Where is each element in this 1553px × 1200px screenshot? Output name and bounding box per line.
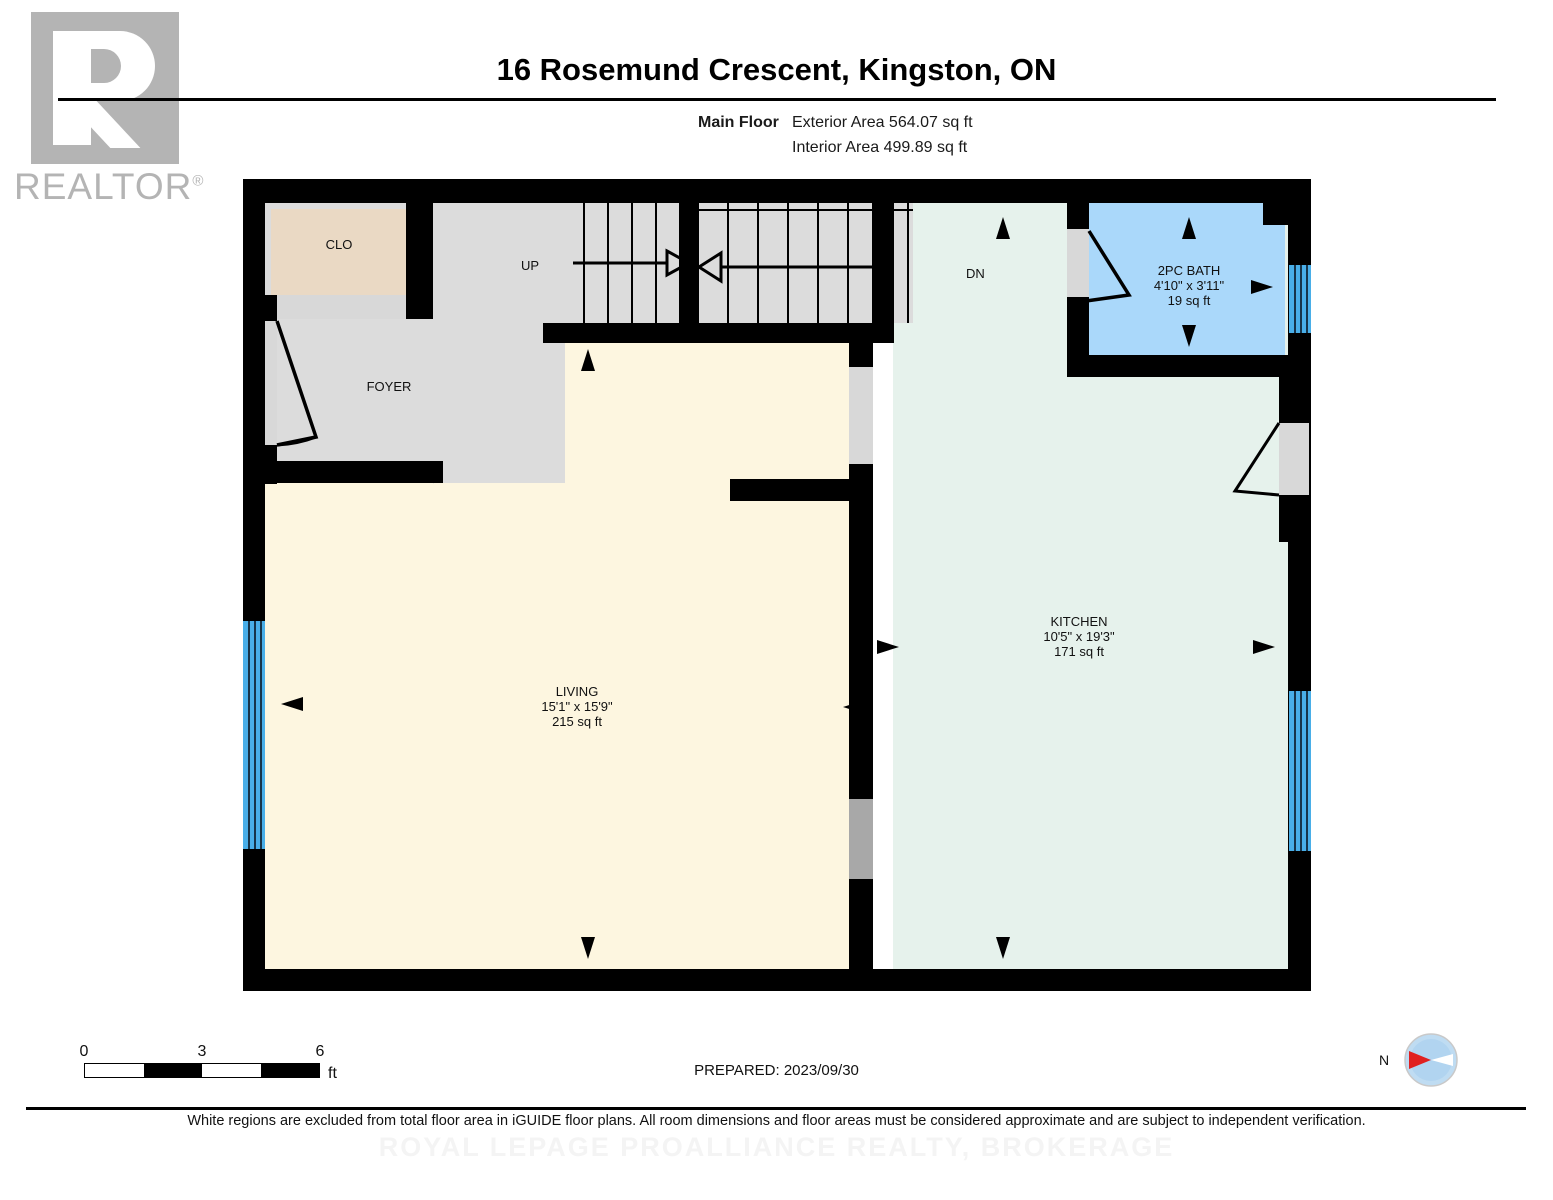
room-area-kitchen: 171 sq ft	[1054, 644, 1104, 659]
room-name-closet: CLO	[325, 237, 353, 252]
room-fill-closet	[271, 209, 406, 295]
scale-tick-6: 6	[315, 1043, 325, 1060]
room-fill-living	[265, 479, 872, 969]
scale-tick-3: 3	[197, 1043, 207, 1060]
wall-living-kitchen-upper	[849, 343, 873, 367]
scale-tick-labels: 0 3 6	[80, 1043, 325, 1063]
wall-stairs-right	[872, 203, 894, 343]
window-bath-east	[1289, 265, 1311, 333]
floor-plan: UP DN CLO FOYER LIVING 15'1" x 15'9" 215…	[243, 179, 1311, 991]
stair-treads-up	[561, 203, 679, 323]
footer-divider	[26, 1107, 1526, 1110]
page-title: 16 Rosemund Crescent, Kingston, ON	[496, 52, 1057, 87]
stair-label-dn: DN	[966, 266, 985, 281]
room-name-living: LIVING	[555, 684, 599, 699]
room-label-bath: 2PC BATH 4'10" x 3'11" 19 sq ft	[1114, 263, 1264, 308]
wall-living-kitchen-bottom	[849, 879, 873, 971]
room-label-closet: CLO	[289, 237, 389, 252]
door-opening-kitchen-exterior	[1279, 423, 1309, 495]
door-opening-foyer-entry	[265, 321, 277, 445]
wall-living-kitchen-lower	[849, 499, 873, 799]
wall-exterior-top	[243, 179, 1311, 203]
wall-exterior-bottom	[243, 969, 1311, 991]
room-dimensions-kitchen: 10'5" x 19'3"	[1043, 629, 1115, 644]
exterior-area-text: Exterior Area 564.07 sq ft	[792, 114, 973, 131]
compass-rose: N	[1379, 1032, 1489, 1088]
room-label-kitchen: KITCHEN 10'5" x 19'3" 171 sq ft	[1009, 614, 1149, 659]
scale-bar-segments	[84, 1063, 320, 1078]
door-opening-bath	[1067, 229, 1089, 297]
realtor-logo: REALTOR®	[14, 12, 203, 207]
compass-icon	[1404, 1033, 1458, 1087]
room-label-living: LIVING 15'1" x 15'9" 215 sq ft	[507, 684, 647, 729]
stair-label-up: UP	[521, 258, 540, 273]
door-opening-living-kitchen-upper	[849, 367, 873, 464]
room-dimensions-bath: 4'10" x 3'11"	[1153, 278, 1225, 293]
wall-living-kitchen-stub	[730, 479, 873, 501]
compass-north-label: N	[1379, 1052, 1390, 1068]
window-kitchen-east	[1289, 691, 1311, 851]
wall-stairs-bottom-right	[697, 323, 873, 343]
room-name-foyer: FOYER	[366, 379, 412, 394]
wall-stairs-divider	[679, 203, 697, 323]
scale-tick-0: 0	[79, 1043, 89, 1060]
wall-bath-bottom	[1067, 355, 1289, 377]
room-label-foyer: FOYER	[339, 379, 439, 394]
room-name-kitchen: KITCHEN	[1050, 614, 1108, 629]
wall-foyer-door-jamb-top	[243, 295, 277, 321]
wall-stairs-bottom-left	[543, 323, 697, 343]
door-opening-closet	[277, 295, 406, 319]
wall-bath-left	[1067, 203, 1089, 229]
realtor-word-text: REALTOR	[14, 166, 193, 207]
meta-spacer	[698, 135, 792, 160]
title-divider	[58, 98, 1496, 101]
wall-bath-left-lower	[1067, 297, 1089, 355]
room-area-living: 215 sq ft	[552, 714, 602, 729]
disclaimer-text: White regions are excluded from total fl…	[187, 1113, 1366, 1129]
prepared-date: PREPARED: 2023/09/30	[694, 1062, 859, 1079]
wall-foyer-bottom	[265, 461, 443, 483]
wall-kitchen-door-jamb-top	[1279, 377, 1311, 423]
wall-kitchen-door-jamb-bottom	[1279, 494, 1311, 542]
scale-unit-label: ft	[328, 1065, 337, 1082]
door-opening-living-kitchen-lower	[849, 799, 873, 879]
wall-closet-bottom-right	[406, 295, 433, 319]
floor-label: Main Floor	[698, 114, 779, 131]
brokerage-watermark: ROYAL LEPAGE PROALLIANCE REALTY, BROKERA…	[378, 1132, 1175, 1162]
room-area-bath: 19 sq ft	[1167, 293, 1211, 308]
registered-mark: ®	[192, 172, 205, 190]
window-living-west	[243, 621, 265, 849]
floor-summary: Main Floor Exterior Area 564.07 sq ft In…	[698, 110, 973, 160]
room-fill-living-upper	[543, 339, 872, 481]
realtor-r-mark-icon	[31, 12, 179, 164]
scale-bar: 0 3 6 ft	[80, 1043, 337, 1082]
realtor-wordmark: REALTOR®	[14, 166, 204, 208]
room-name-bath: 2PC BATH	[1157, 263, 1221, 278]
wall-bath-right-notch	[1263, 203, 1288, 225]
interior-area-text: Interior Area 499.89 sq ft	[792, 139, 968, 156]
room-dimensions-living: 15'1" x 15'9"	[541, 699, 613, 714]
